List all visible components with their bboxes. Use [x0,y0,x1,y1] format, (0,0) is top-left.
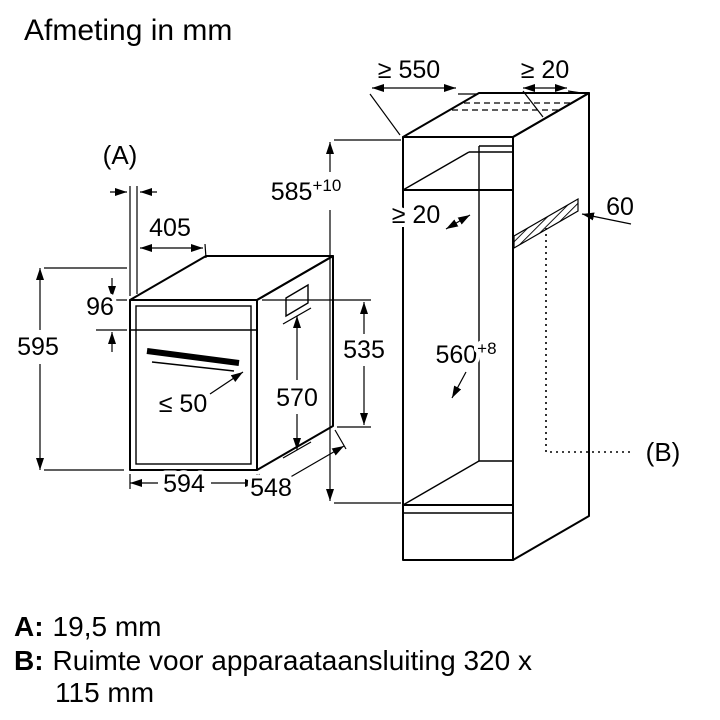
dim-535-label: 535 [343,336,385,364]
dim-ge20-inner-label: ≥ 20 [392,201,440,229]
dim-560-label: 560+8 [435,339,496,369]
oven-right-face [256,255,334,471]
dim-548-label: 548 [250,474,292,502]
dim-570-label: 570 [276,384,318,412]
cabinet-drawing [402,92,634,561]
dim-ref-a: (A) [99,136,157,296]
dim-595-label: 595 [17,333,59,361]
dim-585-label: 585+10 [271,176,342,206]
oven-side-cutout [285,283,309,318]
dim-96: 96 [82,278,127,352]
dim-ge20-top-label: ≥ 20 [521,56,569,84]
dim-ref-b: (B) [642,433,685,471]
niche-ceiling-left-edge [402,151,470,191]
oven-top-face [129,255,334,301]
cabinet-right-face [512,92,590,561]
ref-a-label: (A) [103,140,138,170]
footnote-b-line1: B:Ruimte voor apparaataansluiting 320 x [14,645,532,676]
dim-595: 595 [13,267,127,471]
dim-le50-label: ≤ 50 [159,390,207,418]
niche-floor-left-edge [402,460,480,506]
page-title: Afmeting in mm [24,14,232,47]
oven-door-frame [135,305,252,465]
dim-594-label: 594 [163,470,205,498]
dim-60-label: 60 [606,193,634,221]
dim-585: 585+10 [267,139,401,504]
footnote-a: A:19,5 mm [14,611,161,642]
dim-535: 535 [262,299,389,428]
connection-space-leader [545,228,634,453]
ref-b-label: (B) [646,437,681,467]
vent-cutout-hatch [513,197,579,250]
dim-405: 405 [140,210,207,259]
dim-ge-550: ≥ 550 [369,52,478,136]
oven-door-handle-shadow [151,361,235,372]
dim-60: 60 [581,189,638,225]
footnote-b-line2: 115 mm [55,677,154,708]
oven-front-face [129,299,258,471]
dim-548: 548 [246,429,347,506]
dim-570: 570 [272,307,322,459]
dim-405-label: 405 [149,214,191,242]
dim-96-label: 96 [86,293,114,321]
dim-ge-20-inner: ≥ 20 [388,197,471,233]
dim-ge550-label: ≥ 550 [378,56,440,84]
footnotes: A:19,5 mm B:Ruimte voor apparaataansluit… [14,611,532,708]
oven-drawing [129,255,334,471]
cabinet-top-face [402,92,590,138]
dim-le-50: ≤ 50 [155,371,244,422]
dim-ge-20-top: ≥ 20 [517,52,589,118]
dim-594: 594 [129,466,258,502]
dim-560: 560+8 [431,335,501,399]
oven-door-handle [146,348,240,366]
